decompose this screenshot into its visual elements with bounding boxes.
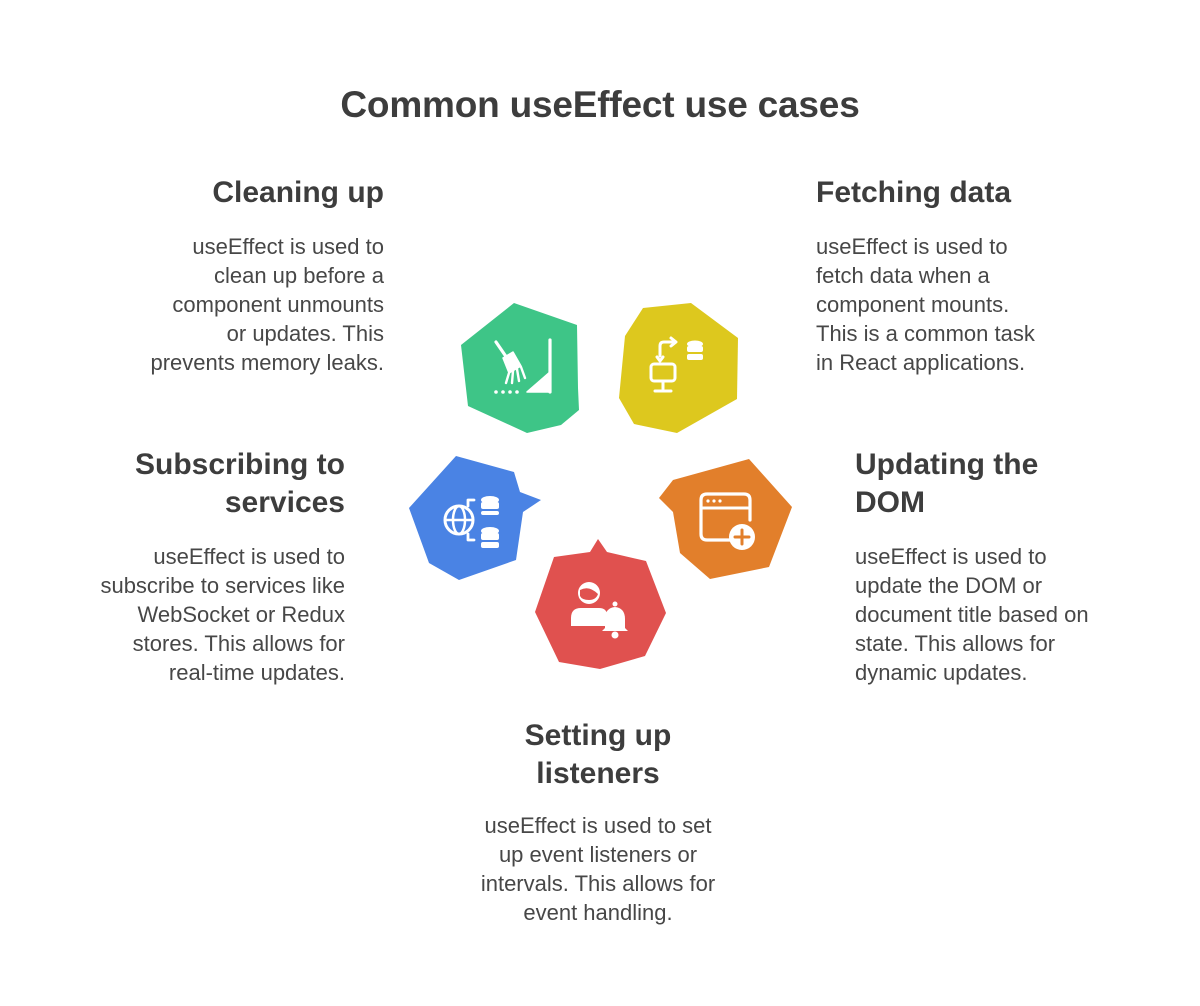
fetching-data-heading: Fetching data (816, 176, 1012, 209)
fetching-data-shape (619, 303, 738, 433)
cleaning-up-heading: Cleaning up (212, 176, 384, 209)
globe-database-icon (443, 496, 499, 548)
updating-dom-heading: Updating the DOM (855, 448, 1039, 519)
updating-dom-shape (659, 459, 792, 579)
cleaning-up-description: useEffect is used to clean up before a c… (150, 234, 384, 375)
updating-dom-description: useEffect is used to update the DOM or d… (855, 544, 1089, 685)
subscribing-description: useEffect is used to subscribe to servic… (100, 544, 345, 685)
fetching-data-block: Fetching data useEffect is used to fetch… (816, 174, 1146, 377)
cleaning-up-block: Cleaning up useEffect is used to clean u… (60, 174, 384, 377)
broom-icon (494, 338, 552, 394)
subscribing-block: Subscribing to services useEffect is use… (40, 446, 345, 687)
cleaning-up-shape (461, 303, 579, 433)
listeners-shape (535, 539, 666, 669)
updating-dom-block: Updating the DOM useEffect is used to up… (855, 446, 1155, 687)
fetching-data-description: useEffect is used to fetch data when a c… (816, 234, 1035, 375)
subscribing-shape (409, 456, 541, 580)
page-title: Common useEffect use cases (340, 84, 860, 125)
listeners-description: useEffect is used to set up event listen… (480, 813, 716, 925)
monitor-database-sync-icon (649, 336, 703, 393)
listeners-heading: Setting up listeners (524, 719, 672, 790)
subscribing-heading: Subscribing to services (135, 448, 345, 519)
listeners-block: Setting up listeners useEffect is used t… (440, 717, 756, 927)
browser-window-add-icon (699, 492, 755, 550)
user-bell-icon (571, 582, 628, 639)
